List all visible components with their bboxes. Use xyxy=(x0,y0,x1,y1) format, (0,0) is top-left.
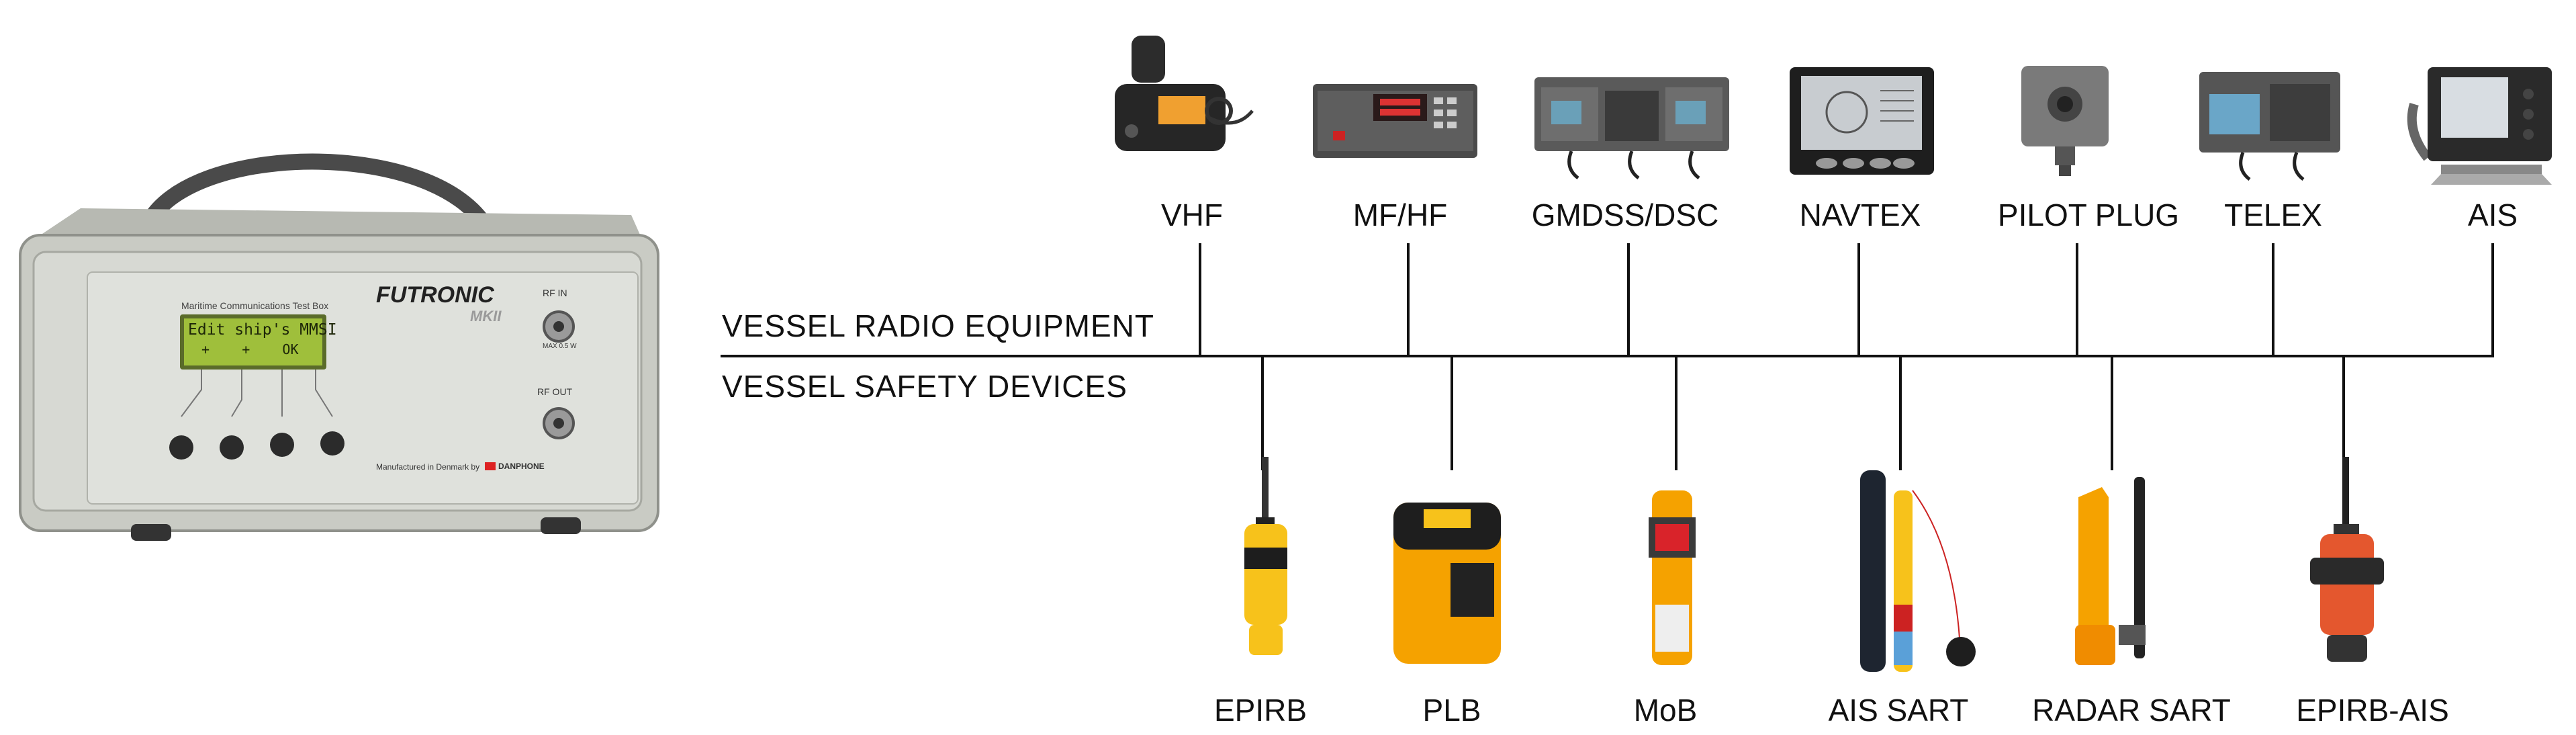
label-epirb-ais: EPIRB-AIS xyxy=(2296,693,2449,728)
label-ais-sart: AIS SART xyxy=(1828,693,1969,728)
tester-rf-in-label: RF IN xyxy=(543,288,567,298)
pilot-plug-icon xyxy=(2021,66,2109,176)
tester-model: MKII xyxy=(470,308,502,325)
label-ais: AIS xyxy=(2467,198,2518,232)
radar-sart-icon xyxy=(2075,477,2146,665)
ais-transponder-icon xyxy=(2407,67,2552,185)
gmdss-console-icon xyxy=(1534,77,1729,179)
futronic-tester-image xyxy=(19,153,659,541)
label-epirb: EPIRB xyxy=(1213,693,1307,728)
navtex-receiver-icon xyxy=(1790,67,1934,175)
tester-rf-out-label: RF OUT xyxy=(537,386,573,397)
tester-rf-in-sublabel: MAX 0.5 W xyxy=(543,343,577,350)
bus-label-safety: VESSEL SAFETY DEVICES xyxy=(722,369,1128,404)
label-gmdss-dsc: GMDSS/DSC xyxy=(1531,198,1719,232)
tester-maker-brand: DANPHONE xyxy=(498,462,545,471)
vhf-radio-icon xyxy=(1115,36,1254,151)
tester-maker-text: Manufactured in Denmark by xyxy=(376,462,480,472)
label-pilot-plug: PILOT PLUG xyxy=(1997,198,2180,232)
tester-lcd-line1: Edit ship's MMSI xyxy=(188,321,337,339)
label-vhf: VHF xyxy=(1161,198,1223,232)
label-telex: TELEX xyxy=(2224,198,2322,232)
epirb-ais-beacon-icon xyxy=(2310,457,2384,662)
mfhf-radio-icon xyxy=(1313,84,1477,158)
tester-lcd-line2: + + OK xyxy=(201,341,299,357)
telex-terminal-icon xyxy=(2199,72,2340,181)
ais-sart-icon xyxy=(1860,470,1976,672)
mob-beacon-icon xyxy=(1649,490,1696,665)
plb-beacon-icon xyxy=(1393,503,1501,664)
label-mfhf: MF/HF xyxy=(1352,198,1448,232)
tester-panel-title: Maritime Communications Test Box xyxy=(181,300,329,311)
epirb-beacon-icon xyxy=(1244,457,1287,655)
label-radar-sart: RADAR SART xyxy=(2032,693,2231,728)
bus-label-radio: VESSEL RADIO EQUIPMENT xyxy=(722,308,1154,343)
tester-brand: FUTRONIC xyxy=(376,282,494,308)
label-mob: MoB xyxy=(1633,693,1698,728)
label-plb: PLB xyxy=(1422,693,1481,728)
label-navtex: NAVTEX xyxy=(1799,198,1921,232)
